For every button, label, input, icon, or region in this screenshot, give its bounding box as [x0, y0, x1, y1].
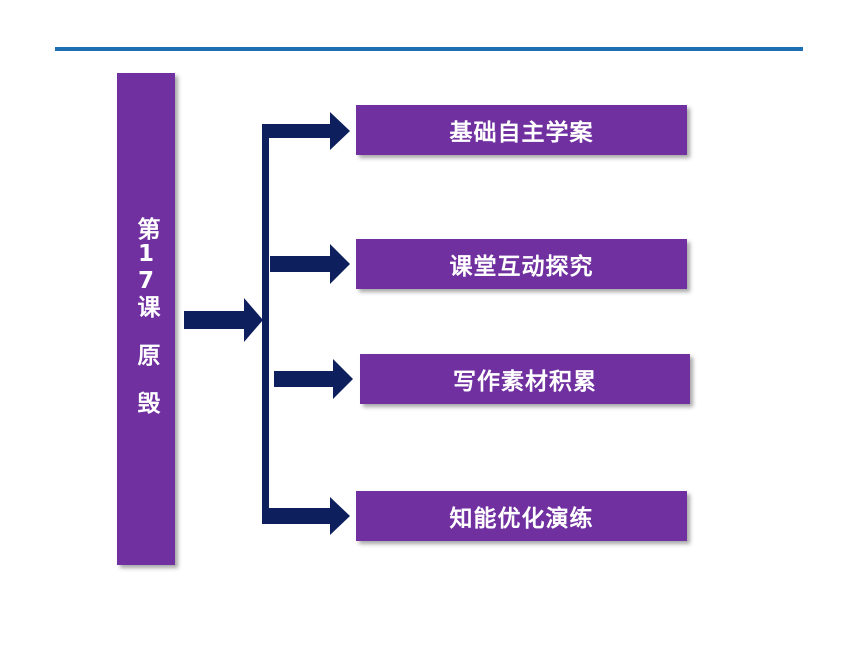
branch-arrow-4	[262, 497, 350, 535]
bracket-spine	[262, 124, 269, 522]
item-writing-materials[interactable]: 写作素材积累	[360, 354, 690, 404]
lesson-title: 第17课 原 毁	[133, 217, 159, 415]
item-self-study[interactable]: 基础自主学案	[356, 105, 687, 155]
lesson-title-box: 第17课 原 毁	[117, 73, 175, 565]
item-label: 写作素材积累	[453, 369, 597, 395]
item-label: 课堂互动探究	[449, 254, 594, 280]
main-arrow	[184, 298, 263, 342]
item-class-interaction[interactable]: 课堂互动探究	[356, 239, 687, 289]
item-label: 知能优化演练	[449, 506, 594, 532]
branch-arrow-3	[274, 359, 353, 399]
top-divider-line	[55, 47, 803, 51]
item-label: 基础自主学案	[449, 120, 594, 146]
item-practice[interactable]: 知能优化演练	[356, 491, 687, 541]
branch-arrow-2	[270, 244, 350, 284]
branch-arrow-1	[262, 112, 350, 150]
